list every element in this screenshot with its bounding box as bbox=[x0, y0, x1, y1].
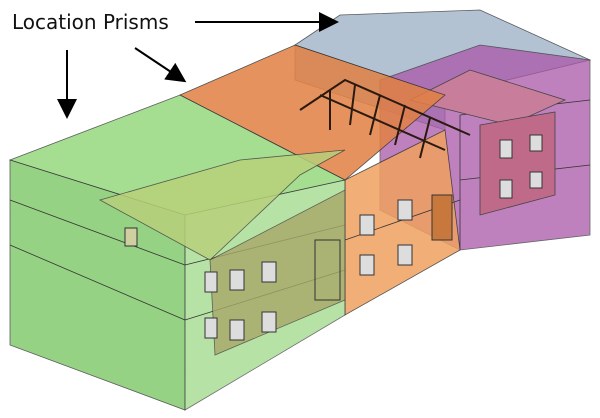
arrow-diagonal-icon bbox=[134, 47, 187, 83]
location-prisms-label: Location Prisms bbox=[12, 10, 169, 34]
annotation-arrows bbox=[57, 12, 339, 119]
orange-location-prism bbox=[179, 44, 471, 316]
green-location-prism bbox=[8, 94, 347, 411]
